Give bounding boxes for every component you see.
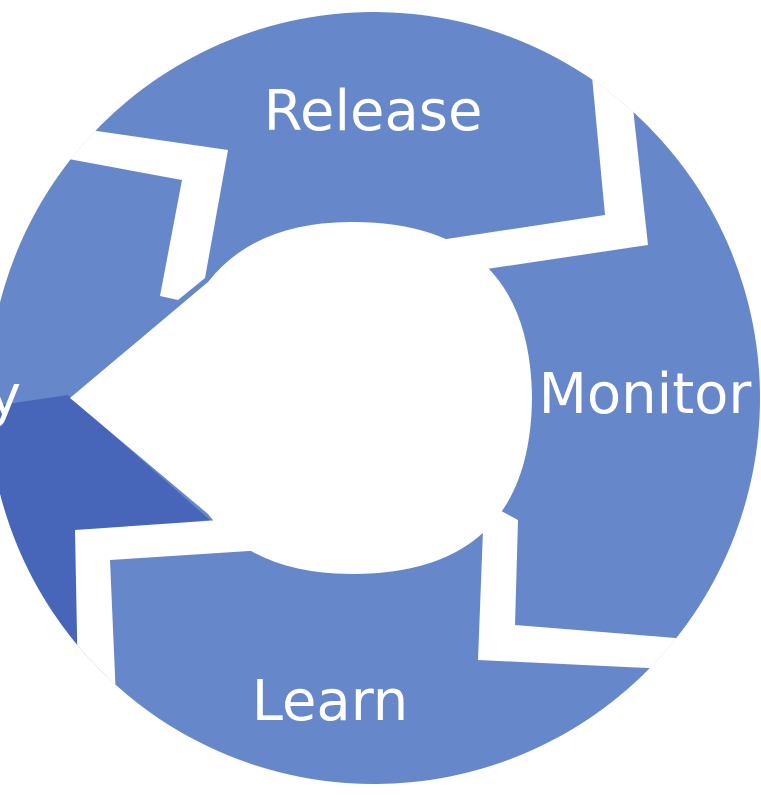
center-hub [70,222,532,574]
gap-top-left [20,125,228,300]
stage-label-learn: Learn [252,669,409,734]
gap-bottom-right [478,505,700,670]
gap-top-right [440,30,648,270]
stage-label-release: Release [264,79,483,144]
stage-label-left-partial: y [0,364,21,429]
stage-label-monitor: Monitor [539,362,753,427]
